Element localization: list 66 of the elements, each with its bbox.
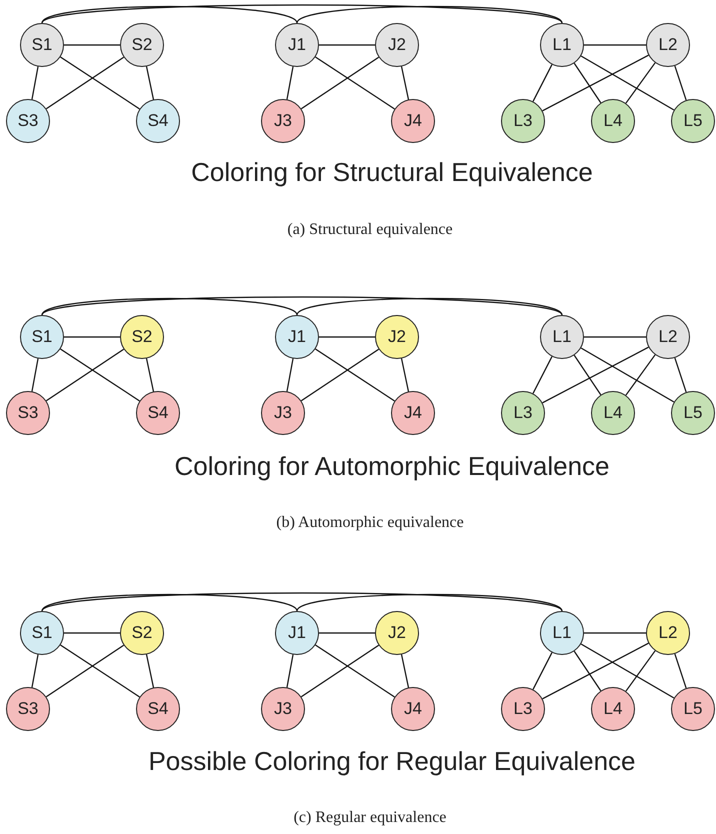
connector-line	[625, 62, 656, 104]
connector-line	[315, 56, 395, 110]
connector-line	[580, 644, 674, 698]
connector-line	[60, 56, 140, 110]
panel-heading: Coloring for Structural Equivalence	[190, 156, 594, 188]
connector-line	[580, 56, 674, 110]
connector-line	[60, 348, 140, 402]
connector-line	[542, 346, 649, 404]
connector-line	[46, 644, 124, 698]
connector-line	[315, 644, 395, 698]
connector-line	[542, 642, 649, 700]
figure-caption: (c) Regular equivalence	[292, 808, 448, 828]
connector-line	[31, 66, 39, 100]
connector-line	[300, 644, 380, 698]
connector-line	[674, 66, 687, 100]
connector-line	[674, 654, 687, 688]
connector-line	[400, 358, 410, 392]
connector-line	[296, 594, 562, 612]
connector-line	[400, 654, 410, 688]
connector-line	[64, 336, 120, 338]
connector-line	[146, 358, 154, 392]
figure-caption: (b) Automorphic equivalence	[275, 513, 465, 533]
connector-line	[674, 358, 687, 392]
connector-line	[319, 632, 375, 634]
connector-line	[319, 44, 375, 46]
connector-line	[46, 56, 124, 110]
connector-line	[64, 44, 120, 46]
connector-line	[300, 348, 380, 402]
connector-line	[532, 64, 552, 102]
connector-line	[46, 348, 124, 402]
connector-line	[42, 296, 562, 316]
connector-line	[286, 358, 294, 392]
connector-line	[532, 356, 552, 394]
figure-caption: (a) Structural equivalence	[286, 220, 454, 240]
connector-line	[584, 632, 646, 634]
connector-line	[315, 348, 395, 402]
connector-line	[574, 650, 602, 692]
connector-line	[42, 592, 562, 612]
connector-line	[625, 354, 656, 396]
connector-line	[146, 66, 154, 100]
connector-line	[42, 298, 298, 316]
connector-line	[532, 652, 552, 690]
panel-heading: Coloring for Automorphic Equivalence	[173, 450, 611, 482]
connector-line	[300, 56, 380, 110]
connector-line	[60, 644, 140, 698]
connector-line	[296, 298, 562, 316]
connector-line	[580, 348, 674, 402]
connector-line	[400, 66, 410, 100]
connector-line	[31, 358, 39, 392]
connector-line	[64, 632, 120, 634]
connector-line	[42, 6, 298, 24]
connector-line	[542, 54, 649, 112]
connector-line	[625, 650, 656, 692]
connector-line	[286, 654, 294, 688]
connector-line	[31, 654, 39, 688]
connector-line	[574, 354, 602, 396]
panel-heading: Possible Coloring for Regular Equivalence	[147, 745, 637, 777]
connector-line	[584, 336, 646, 338]
connector-line	[319, 336, 375, 338]
connector-line	[584, 44, 646, 46]
connector-line	[286, 66, 294, 100]
connector-line	[42, 4, 562, 24]
connector-line	[296, 6, 562, 24]
connector-line	[574, 62, 602, 104]
connector-line	[42, 594, 298, 612]
connector-line	[146, 654, 154, 688]
